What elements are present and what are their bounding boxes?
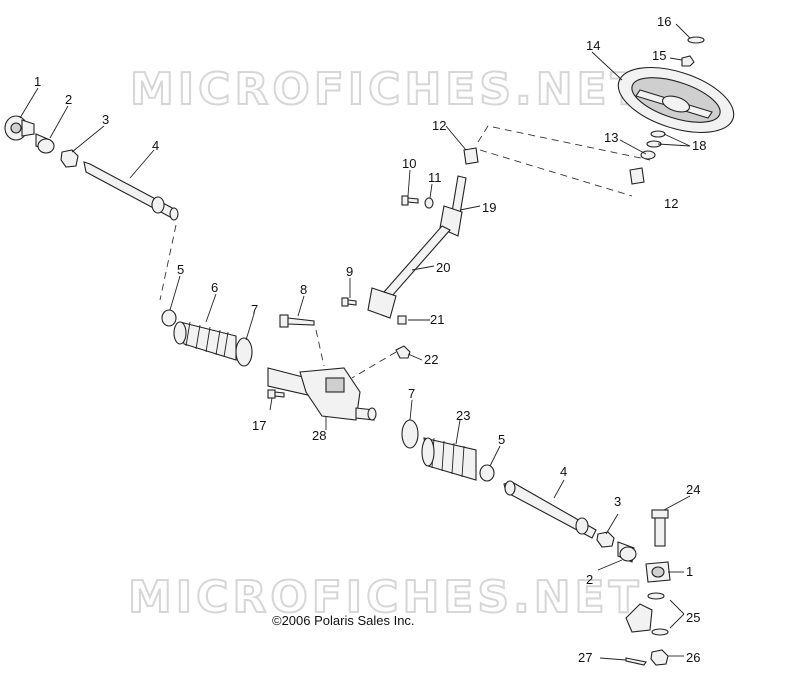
callout-1-left: 1 xyxy=(34,74,41,89)
callout-12-upper: 12 xyxy=(432,118,446,133)
bolt-rack xyxy=(267,389,285,399)
tie-rod-end-left xyxy=(4,115,35,141)
callout-24: 24 xyxy=(686,482,700,497)
callout-28: 28 xyxy=(312,428,326,443)
bolt-ujoint xyxy=(401,195,419,206)
callout-17: 17 xyxy=(252,418,266,433)
washer-ujoint xyxy=(424,197,434,209)
callout-6: 6 xyxy=(211,280,218,295)
callout-5-right: 5 xyxy=(498,432,505,447)
callout-14: 14 xyxy=(586,38,600,53)
tie-rod-right xyxy=(503,480,597,539)
callout-9: 9 xyxy=(346,264,353,279)
bolt-long xyxy=(279,314,315,328)
clamp-left xyxy=(161,309,177,327)
bolt-right xyxy=(651,509,669,547)
callout-18: 18 xyxy=(692,138,706,153)
nut-right xyxy=(596,531,615,548)
boot-left xyxy=(173,321,237,361)
bushing-lower xyxy=(629,167,645,185)
callout-3-right: 3 xyxy=(614,494,621,509)
callout-13: 13 xyxy=(604,130,618,145)
callout-19: 19 xyxy=(482,200,496,215)
callout-23: 23 xyxy=(456,408,470,423)
leader-lines xyxy=(19,23,691,661)
jam-nut-right xyxy=(617,541,637,563)
callout-26: 26 xyxy=(686,650,700,665)
watermark-bottom: MICROFICHES.NET xyxy=(128,572,643,623)
callout-4-left: 4 xyxy=(152,138,159,153)
steering-shaft xyxy=(367,175,467,319)
tie-rod-end-right xyxy=(645,561,671,583)
bolt-small xyxy=(341,297,357,307)
callout-20: 20 xyxy=(436,260,450,275)
copyright-text: ©2006 Polaris Sales Inc. xyxy=(272,613,415,628)
callout-16: 16 xyxy=(657,14,671,29)
tie-rod-left xyxy=(83,161,179,221)
bushing-upper xyxy=(463,147,479,165)
callout-2-left: 2 xyxy=(65,92,72,107)
callout-1-right: 1 xyxy=(686,564,693,579)
bracket-washers xyxy=(625,592,669,636)
callout-7-left: 7 xyxy=(251,302,258,317)
boot-clamp-left xyxy=(235,337,253,367)
callout-5-left: 5 xyxy=(177,262,184,277)
nut-flange xyxy=(395,345,411,359)
clamp-right xyxy=(479,464,495,482)
nut-left xyxy=(60,149,79,168)
nut-small xyxy=(397,315,407,325)
boot-clamp-right xyxy=(401,419,419,449)
wheel-nut xyxy=(681,55,695,67)
castle-nut xyxy=(650,649,669,666)
callout-numbers: 1 2 3 4 5 6 7 8 9 10 11 12 13 14 15 16 1… xyxy=(34,14,706,665)
cap xyxy=(687,36,705,44)
watermark-top: MICROFICHES.NET xyxy=(130,64,645,115)
boot-right xyxy=(421,437,477,481)
callout-10: 10 xyxy=(402,156,416,171)
callout-2-right: 2 xyxy=(586,572,593,587)
callout-15: 15 xyxy=(652,48,666,63)
steering-wheel xyxy=(617,67,735,133)
callout-4-right: 4 xyxy=(560,464,567,479)
callout-27: 27 xyxy=(578,650,592,665)
callout-8: 8 xyxy=(300,282,307,297)
callout-21: 21 xyxy=(430,312,444,327)
callout-11: 11 xyxy=(428,170,442,185)
callout-7-right: 7 xyxy=(408,386,415,401)
rack-assembly xyxy=(267,367,377,421)
callout-22: 22 xyxy=(424,352,438,367)
jam-nut-left xyxy=(35,133,55,154)
callout-25: 25 xyxy=(686,610,700,625)
callout-3-left: 3 xyxy=(102,112,109,127)
assembly-lines xyxy=(159,69,657,379)
cotter-pin xyxy=(625,657,647,666)
callout-12-lower: 12 xyxy=(664,196,678,211)
washer-a xyxy=(650,130,666,138)
